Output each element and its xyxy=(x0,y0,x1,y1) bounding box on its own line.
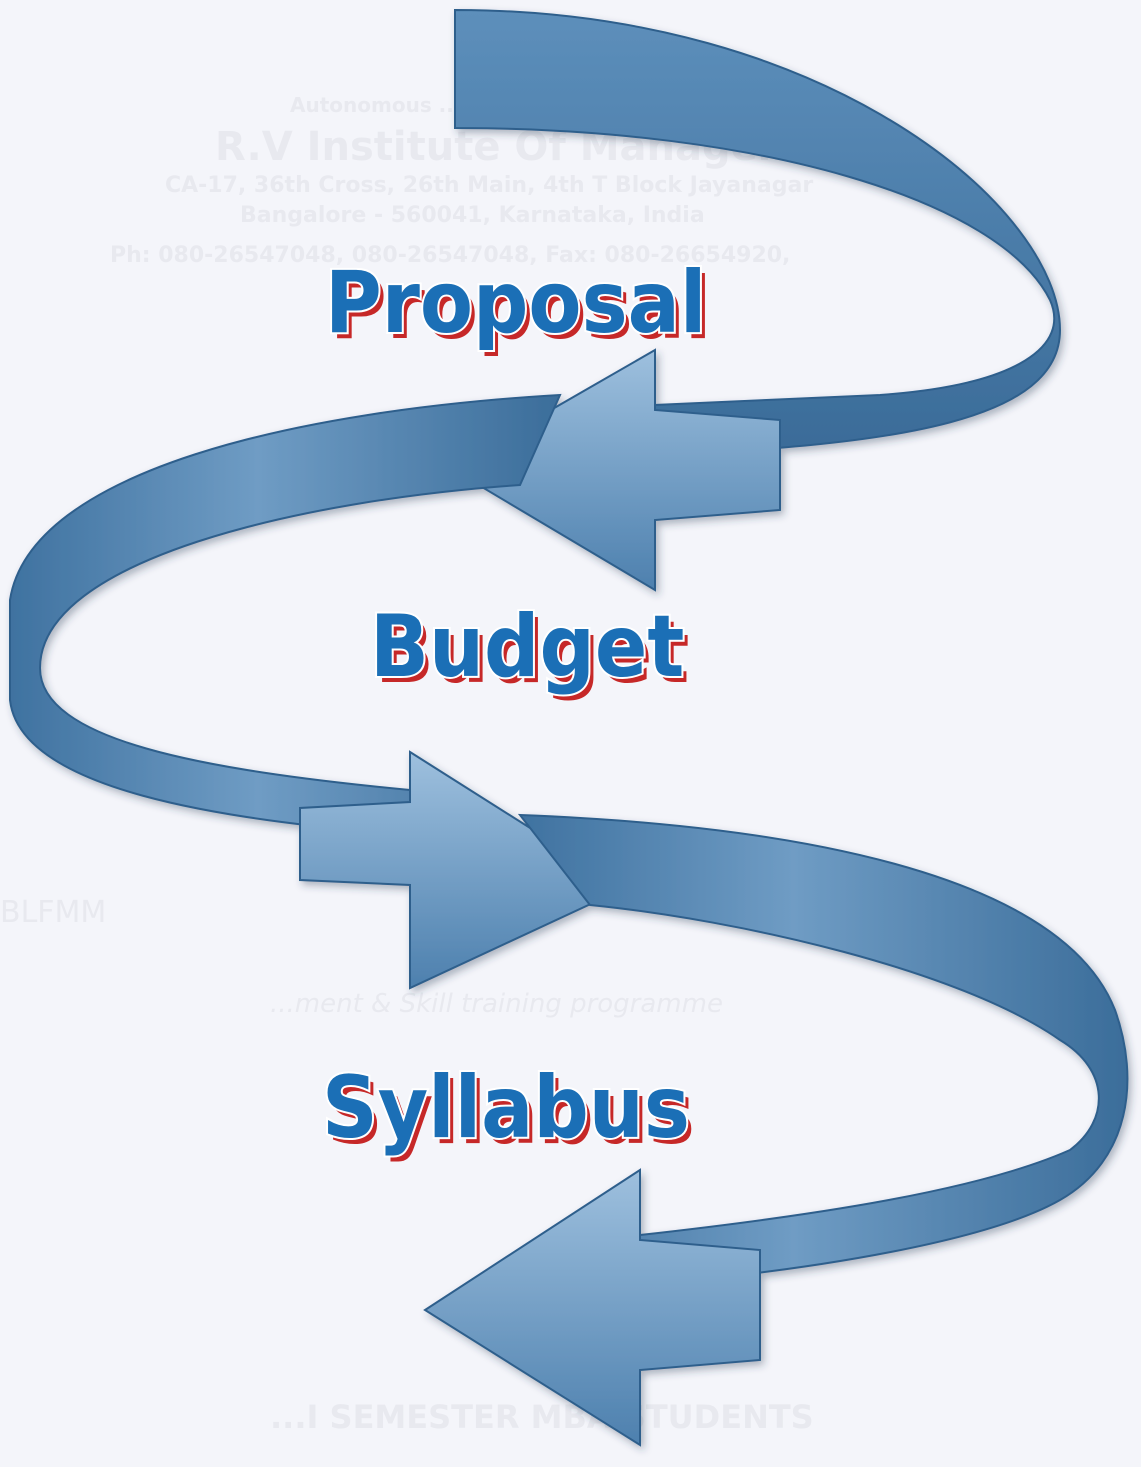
ghost-line-3: CA-17, 36th Cross, 26th Main, 4th T Bloc… xyxy=(165,173,813,198)
label-budget: Budget Budget xyxy=(368,595,689,703)
label-budget-shadow: Budget xyxy=(375,603,689,703)
label-proposal: Proposal Proposal xyxy=(323,251,711,359)
label-budget-text: Budget xyxy=(370,597,684,697)
ghost-line-7: ...ment & Skill training programme xyxy=(270,989,723,1019)
label-syllabus-shadow: Syllabus xyxy=(327,1064,695,1164)
ribbon-segment-top xyxy=(454,8,1062,457)
ghost-line-8: ...I SEMESTER MBA STUDENTS xyxy=(270,1398,814,1436)
label-proposal-shadow: Proposal xyxy=(330,259,711,359)
spiral-ribbon xyxy=(9,8,1129,1447)
label-syllabus-text: Syllabus xyxy=(322,1058,690,1158)
label-proposal-text: Proposal xyxy=(325,253,706,353)
ghost-line-5: Ph: 080-26547048, 080-26547048, Fax: 080… xyxy=(110,243,790,268)
label-syllabus: Syllabus Syllabus xyxy=(320,1056,695,1164)
ghost-line-1: Autonomous ... xyxy=(290,93,461,117)
ghost-line-4: Bangalore - 560041, Karnataka, India xyxy=(240,203,705,228)
ghost-line-6: BLFMM xyxy=(0,895,106,930)
arrow-left-3 xyxy=(423,1168,761,1447)
step-labels: Proposal Proposal Budget Budget Syllabus… xyxy=(320,251,711,1164)
